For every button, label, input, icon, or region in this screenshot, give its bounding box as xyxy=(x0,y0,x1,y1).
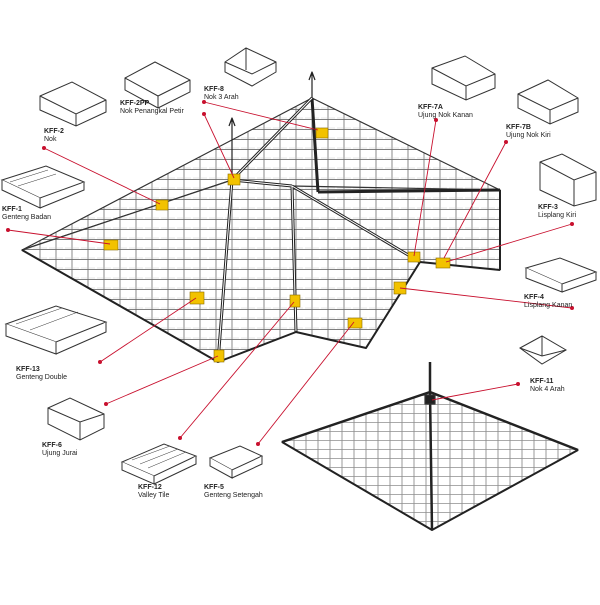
label-code: KFF-12 xyxy=(138,484,162,491)
label-code: KFF-4 xyxy=(524,294,544,301)
label-code: KFF-1 xyxy=(2,206,22,213)
tile-highlight-kff2pp xyxy=(227,173,241,186)
label-kff6: KFF-6 Ujung Jurai xyxy=(42,442,77,458)
label-kff7b: KFF-7B Ujung Nok Kiri xyxy=(506,124,551,140)
label-kff4: KFF-4 Lisplang Kanan xyxy=(524,294,572,310)
label-name: Lisplang Kanan xyxy=(524,302,573,309)
thumb-kff6 xyxy=(47,397,105,441)
label-name: Nok xyxy=(44,136,57,143)
label-code: KFF-2PP xyxy=(120,100,150,107)
label-name: Valley Tile xyxy=(138,492,170,499)
label-code: KFF-3 xyxy=(538,204,558,211)
label-code: KFF-5 xyxy=(204,484,224,491)
callout-lines xyxy=(7,101,573,445)
label-kff8: KFF-8 Nok 3 Arah xyxy=(204,86,239,102)
label-code: KFF-13 xyxy=(16,366,40,373)
eave-line xyxy=(21,190,501,363)
thumb-kff8 xyxy=(224,47,277,87)
thumb-kff12 xyxy=(120,443,198,485)
label-kff2pp: KFF-2PP Nok Penangkal Petir xyxy=(120,100,184,116)
thumb-kff7b xyxy=(517,79,579,125)
label-name: Ujung Nok Kanan xyxy=(418,112,473,119)
main-roof xyxy=(21,71,501,363)
label-kff13: KFF-13 Genteng Double xyxy=(16,366,67,382)
pyramid-roof xyxy=(281,362,579,531)
label-code: KFF-7A xyxy=(418,104,443,111)
pyramid-plane-left xyxy=(281,391,433,531)
tile-highlight-kff8 xyxy=(315,127,329,139)
tile-highlight-kff1 xyxy=(103,239,119,251)
tile-highlight-kff7a xyxy=(407,251,421,263)
pyramid-plane-right xyxy=(429,391,579,531)
label-kff11: KFF-11 Nok 4 Arah xyxy=(530,378,565,394)
label-kff1: KFF-1 Genteng Badan xyxy=(2,206,51,222)
tile-highlight-kff12 xyxy=(289,294,301,308)
lightning-rod xyxy=(228,71,316,180)
label-name: Genteng Double xyxy=(16,374,67,381)
pyramid-ridges xyxy=(281,362,579,531)
thumb-kff11 xyxy=(519,335,567,365)
label-kff5: KFF-5 Genteng Setengah xyxy=(204,484,263,500)
thumb-kff2pp xyxy=(124,61,191,109)
thumb-kff13 xyxy=(4,305,108,355)
thumb-kff7a xyxy=(431,55,496,101)
label-kff7a: KFF-7A Ujung Nok Kanan xyxy=(418,104,473,120)
thumb-kff5 xyxy=(208,445,264,479)
label-kff12: KFF-12 Valley Tile xyxy=(138,484,169,500)
thumb-kff1 xyxy=(0,165,86,209)
label-name: Ujung Jurai xyxy=(42,450,78,457)
thumb-kff2 xyxy=(39,81,107,127)
label-name: Lisplang Kiri xyxy=(538,212,577,219)
label-name: Genteng Badan xyxy=(2,214,52,221)
label-code: KFF-6 xyxy=(42,442,62,449)
label-kff3: KFF-3 Lisplang Kiri xyxy=(538,204,576,220)
label-code: KFF-2 xyxy=(44,128,64,135)
label-code: KFF-7B xyxy=(506,124,531,131)
label-name: Genteng Setengah xyxy=(204,492,263,499)
thumb-kff3 xyxy=(539,153,597,207)
product-thumbnails xyxy=(0,47,598,485)
tile-highlight-kff5 xyxy=(347,317,363,329)
label-code: KFF-8 xyxy=(204,86,224,93)
label-name: Nok 3 Arah xyxy=(204,94,239,101)
tile-highlight-kff3 xyxy=(435,257,451,269)
label-kff2: KFF-2 Nok xyxy=(44,128,64,144)
callout-dots xyxy=(6,100,574,446)
tile-highlight-kff13 xyxy=(189,291,205,305)
label-name: Nok Penangkal Petir xyxy=(120,108,184,115)
tile-highlight-kff6 xyxy=(213,349,225,363)
label-name: Ujung Nok Kiri xyxy=(506,132,551,139)
label-code: KFF-11 xyxy=(530,378,554,385)
thumb-kff4 xyxy=(524,257,598,293)
label-name: Nok 4 Arah xyxy=(530,386,565,393)
tile-highlight-kff2 xyxy=(155,199,169,211)
